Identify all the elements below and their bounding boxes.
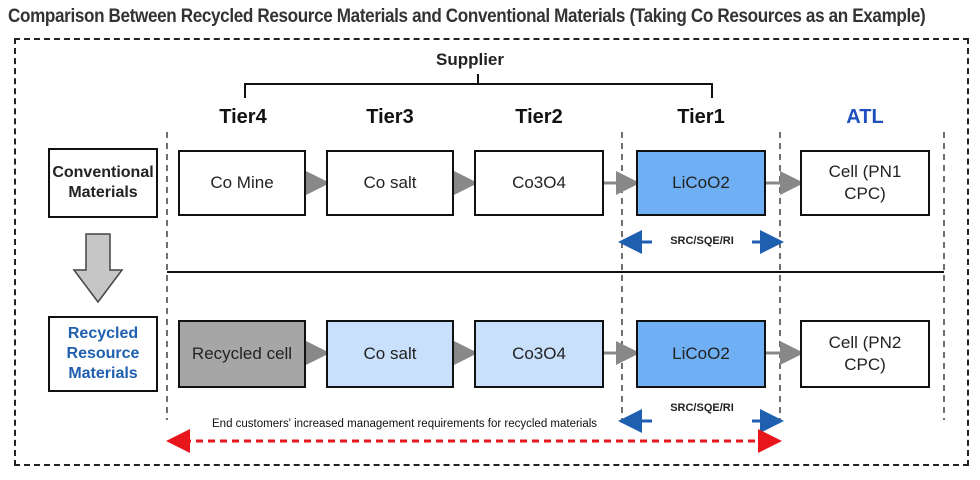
rec-chain-tier4: Recycled cell <box>178 320 306 388</box>
tier-header-1: Tier1 <box>677 106 725 128</box>
scope-tag-conventional: SRC/SQE/RI <box>670 235 734 247</box>
diagram-title: Comparison Between Recycled Resource Mat… <box>8 6 926 27</box>
conv-chain-tier4: Co Mine <box>178 150 306 216</box>
tier-header-2: Tier2 <box>515 106 563 128</box>
conversion-down-arrow <box>72 233 124 304</box>
scope-tag-recycled: SRC/SQE/RI <box>670 402 734 414</box>
conv-chain-tier2: Co3O4 <box>474 150 604 216</box>
rec-cell: Cell (PN2 CPC) <box>800 320 930 388</box>
conv-chain-tier1: LiCoO2 <box>636 150 766 216</box>
rec-chain-tier2: Co3O4 <box>474 320 604 388</box>
conv-chain-tier3: Co salt <box>326 150 454 216</box>
row-label-conventional: Conventional Materials <box>48 148 158 218</box>
rec-chain-tier3: Co salt <box>326 320 454 388</box>
supplier-brace <box>244 74 713 98</box>
tier-header-3: Tier3 <box>366 106 414 128</box>
diagram-frame <box>14 38 969 466</box>
tier-header-4: Tier4 <box>219 106 267 128</box>
conv-cell: Cell (PN1 CPC) <box>800 150 930 216</box>
requirement-note: End customers' increased management requ… <box>212 418 598 430</box>
supplier-label: Supplier <box>435 50 504 69</box>
row-label-recycled: Recycled Resource Materials <box>48 316 158 392</box>
atl-header: ATL <box>846 106 884 128</box>
rec-chain-tier1: LiCoO2 <box>636 320 766 388</box>
